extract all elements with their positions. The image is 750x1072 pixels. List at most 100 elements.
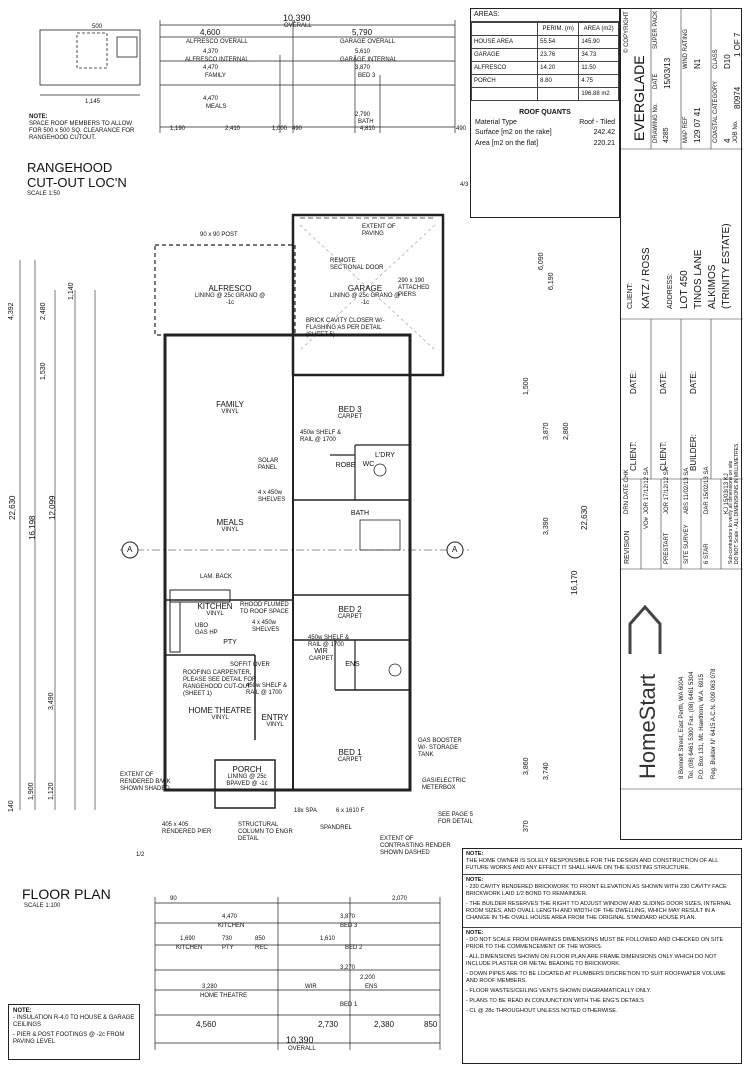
notes-left-title: NOTE: bbox=[13, 1008, 32, 1014]
note-shelves: 4 x 450w SHELVES bbox=[258, 490, 286, 503]
rev-row: DAR 15/02/13 SA bbox=[704, 466, 710, 514]
list-item: - FLOOR WASTES/CEILING VENTS SHOWN DIAGR… bbox=[466, 987, 652, 994]
coastal-label: COASTAL CATEGORY bbox=[713, 80, 719, 143]
list-item: - DOWN PIPES ARE TO BE LOCATED AT PLUMBE… bbox=[466, 970, 726, 984]
super-pack: SUPER PACK bbox=[653, 10, 659, 49]
list-item: - ALL DIMENSIONS SHOWN ON FLOOR PLAN ARE… bbox=[466, 953, 717, 967]
company-addr-4: Reg. Builder N° 6415 A.C.N. 009 063 078 bbox=[711, 668, 717, 779]
rev-row: JOR 17/12/12 SA bbox=[664, 467, 670, 514]
rev-site: SITE SURVEY bbox=[684, 524, 690, 564]
left-dim: 22,630 bbox=[8, 495, 17, 520]
right-dim: 6,090 bbox=[538, 252, 545, 270]
left-dim: 3,490 bbox=[48, 692, 55, 710]
bath-dim-label: BATH bbox=[358, 119, 374, 125]
note-meterbox: GAS/ELECTRIC METERBOX bbox=[422, 778, 467, 791]
bd-1690: 1,690 bbox=[180, 936, 196, 942]
bd-2380: 2,380 bbox=[374, 1020, 395, 1029]
areas-total: 196.88 m2 bbox=[578, 87, 619, 102]
note-block-1: NOTE: THE HOME OWNER IS SOLELY RESPONSIB… bbox=[463, 849, 741, 875]
material-value: Roof - Tiled bbox=[579, 118, 615, 126]
note-see-page: SEE PAGE 5 FOR DETAIL bbox=[438, 812, 473, 825]
company-addr-3: P.O. Box 131, Mt. Hawthorn, W.A. 6915 bbox=[699, 674, 705, 779]
copyright: © COPYRIGHT bbox=[624, 11, 630, 53]
room-kitchen: KITCHEN VINYL bbox=[197, 602, 233, 618]
coastal-value: 4 bbox=[723, 138, 732, 143]
room-wc: WC bbox=[362, 461, 375, 468]
bd-ens: ENS bbox=[365, 984, 378, 990]
job-value: 80974 bbox=[733, 86, 742, 109]
dim-5610: 5,610 bbox=[355, 49, 371, 55]
notes-right: NOTE: THE HOME OWNER IS SOLELY RESPONSIB… bbox=[462, 848, 742, 1064]
bd-3270: 3,270 bbox=[340, 965, 356, 971]
list-item: - THE BUILDER RESERVES THE RIGHT TO ADJU… bbox=[466, 900, 732, 921]
floor-plan-drawing bbox=[19, 213, 470, 810]
bd-4470: 4,470 bbox=[222, 914, 238, 920]
room-porch: PORCH LINING @ 25c BPAVED @ -1c bbox=[226, 765, 268, 788]
bd-4560: 4,560 bbox=[196, 1020, 217, 1029]
garage-overall: GARAGE OVERALL bbox=[340, 39, 396, 45]
dim-4810: 4,810 bbox=[360, 126, 376, 132]
note-cavity-closer: BRICK CAVITY CLOSER W/- FLASHING AS PER … bbox=[306, 318, 385, 338]
note-spandrel: SPANDREL bbox=[320, 825, 352, 831]
list-item: - DO NOT SCALE FROM DRAWINGS DIMENSIONS … bbox=[466, 936, 724, 950]
bd-bed2: BED 2 bbox=[345, 945, 363, 951]
room-ens: ENS bbox=[345, 661, 360, 668]
right-dim: 3,740 bbox=[543, 762, 550, 780]
section-a-left: A bbox=[127, 545, 133, 554]
note-bed3-shelf: 450w SHELF & RAIL @ 1700 bbox=[300, 430, 342, 443]
company-addr-2: Tel. (08) 6461 5300 Fax. (08) 6461 5304 bbox=[689, 671, 695, 779]
list-item: - PLANS TO BE READ IN CONJUNCTION WITH T… bbox=[466, 997, 644, 1004]
alfresco-internal: ALFRESCO INTERNAL bbox=[185, 57, 249, 63]
rangehood-title-1: RANGEHOOD bbox=[27, 160, 113, 175]
dim-4470: 4,470 bbox=[203, 65, 219, 71]
right-dim: 370 bbox=[523, 820, 530, 832]
right-dim: 6,190 bbox=[548, 272, 555, 290]
dim-2790: 2,790 bbox=[355, 112, 371, 118]
section-a-right: A bbox=[452, 545, 458, 554]
bd-overall: 10,390 bbox=[286, 1035, 314, 1045]
right-dim: 3,860 bbox=[523, 757, 530, 775]
bd-pty: PTY bbox=[222, 945, 234, 951]
company-addr-1: 8 Bonnett Street, East Perth, WA 6004 bbox=[679, 676, 685, 779]
sign-client-1: CLIENT: bbox=[629, 441, 638, 471]
bd-home-theatre: HOME THEATRE bbox=[200, 993, 248, 999]
bd-kitchen2: KITCHEN bbox=[176, 945, 203, 951]
right-dim: 1,500 bbox=[523, 377, 530, 395]
design-name: EVERGLADE bbox=[631, 55, 647, 141]
floor-plan-title: FLOOR PLAN bbox=[22, 886, 111, 902]
note-gas-booster: GAS BOOSTER W/- STORAGE TANK bbox=[418, 738, 462, 758]
note-rendered-pier: 405 x 405 RENDERED PIER bbox=[162, 822, 212, 835]
floor-plan-scale: SCALE 1:100 bbox=[24, 903, 61, 909]
areas-col-area: AREA (m2) bbox=[578, 22, 619, 37]
left-dim: 2,480 bbox=[40, 302, 47, 320]
wind-value: N1 bbox=[693, 58, 702, 69]
note-bed2-shelf: 450w SHELF & RAIL @ 1700 bbox=[308, 635, 350, 648]
left-dim: 1,140 bbox=[68, 282, 75, 300]
note-window: 6 x 1610 F bbox=[336, 808, 365, 814]
note-roofing: ROOFING CARPENTER, PLEASE SEE DETAIL FOR… bbox=[183, 670, 257, 697]
homestart-logo: HomeStart bbox=[635, 673, 660, 779]
dim-1000: 1,000 bbox=[272, 126, 288, 132]
address-lot: LOT 450 bbox=[679, 270, 690, 309]
room-garage: GARAGE LINING @ 25c GRANO @ -1c bbox=[329, 284, 401, 307]
rangehood-note-text: SPACE ROOF MEMBERS TO ALLOW FOR 500 x 50… bbox=[29, 120, 135, 141]
address-label: ADDRESS: bbox=[667, 273, 674, 309]
dim-490a: 490 bbox=[292, 126, 303, 132]
dim-4470-meals: 4,470 bbox=[203, 96, 219, 102]
drawing-no-label: DRAWING No. bbox=[653, 103, 659, 143]
room-bed1: BED 1 CARPET bbox=[337, 748, 363, 764]
sign-builder: BUILDER: bbox=[689, 434, 698, 471]
note-contrasting: EXTENT OF CONTRASTING RENDER SHOWN DASHE… bbox=[380, 836, 451, 856]
address-street: TINOS LANE bbox=[693, 249, 704, 309]
flat-label: Area [m2 on the flat] bbox=[475, 139, 539, 147]
bd-3280: 3,280 bbox=[202, 984, 218, 990]
date-label: DATE bbox=[653, 73, 659, 89]
bd-2200: 2,200 bbox=[360, 975, 376, 981]
dim-2410: 2,410 bbox=[225, 126, 241, 132]
left-dim: 12,099 bbox=[48, 495, 57, 520]
dim-4370: 4,370 bbox=[203, 49, 219, 55]
rev-head: DRN DATE CHK bbox=[624, 469, 630, 514]
